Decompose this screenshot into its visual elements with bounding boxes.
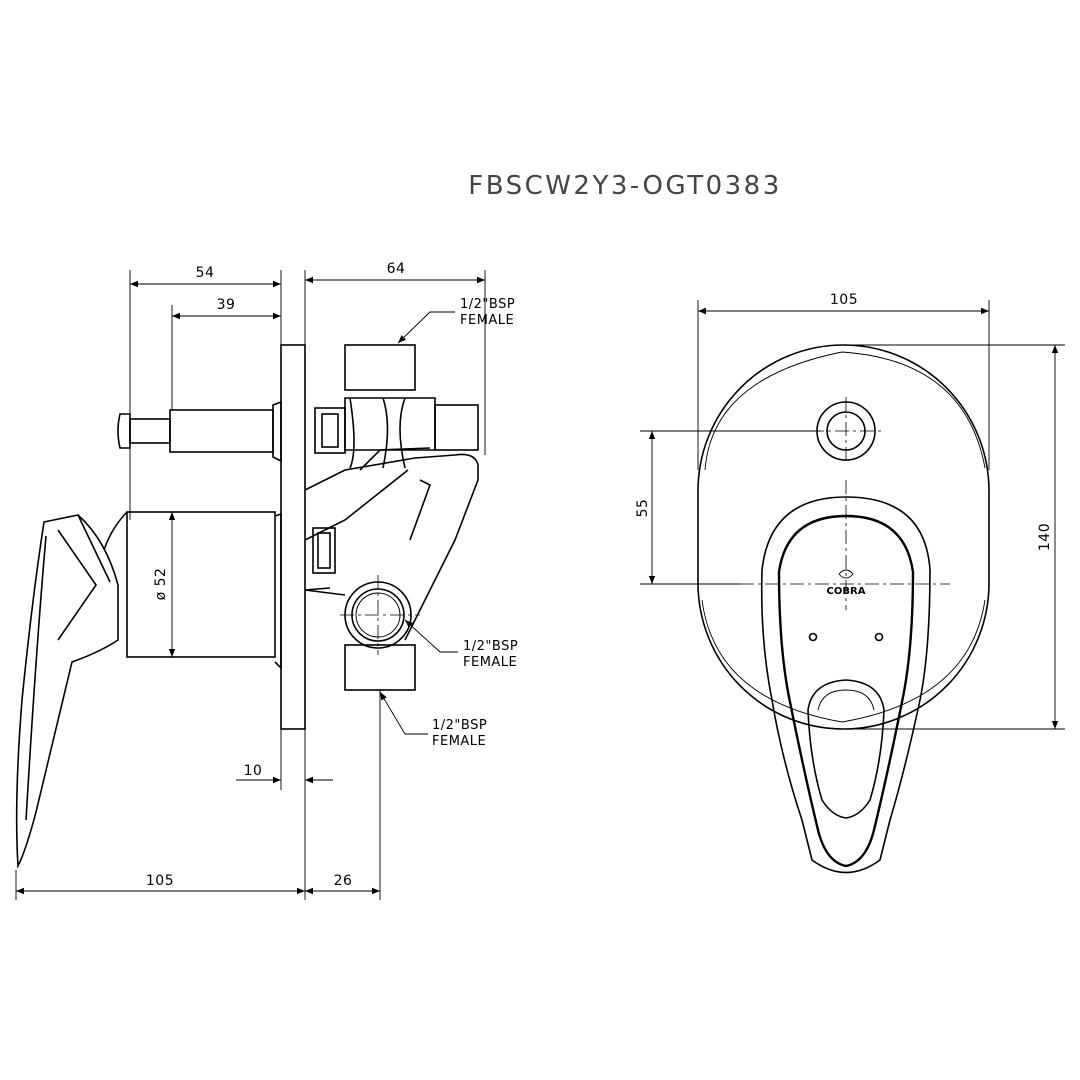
front-dimension-lines <box>648 307 1059 729</box>
note-top-line1: 1/2"BSP <box>460 297 515 312</box>
note-top-line2: FEMALE <box>460 313 514 328</box>
lever-front <box>740 480 950 874</box>
dim-diameter: ø 52 <box>153 568 169 601</box>
dim-front-height: 140 <box>1037 523 1053 551</box>
dim-outlet-offset: 26 <box>334 873 353 889</box>
note-front-line2: FEMALE <box>463 655 517 670</box>
lever-handle <box>15 514 119 870</box>
svg-text:COBRA: COBRA <box>827 586 866 597</box>
dim-spindle-depth: 39 <box>217 297 236 313</box>
connection-note-top: 1/2"BSP FEMALE <box>460 297 515 328</box>
note-bottom-line2: FEMALE <box>432 734 486 749</box>
front-view: COBRA 105 140 55 <box>635 292 1065 874</box>
front-outlet <box>304 575 420 691</box>
dim-body-depth: 64 <box>387 261 406 277</box>
connection-note-front: 1/2"BSP FEMALE <box>463 639 518 670</box>
extension-lines <box>15 270 486 900</box>
brand-logo: COBRA <box>827 569 866 597</box>
dim-handle-depth: 54 <box>196 265 215 281</box>
diverter-knob <box>810 397 882 465</box>
dim-center-distance: 55 <box>635 499 651 518</box>
drawing-title: FBSCW2Y3-OGT0383 <box>468 171 782 201</box>
top-outlet <box>314 344 479 469</box>
cover-plate <box>697 344 990 730</box>
wall-plate <box>280 344 306 730</box>
connection-note-bottom: 1/2"BSP FEMALE <box>432 718 487 749</box>
dim-total-depth: 105 <box>146 873 174 889</box>
dim-plate-thickness: 10 <box>244 763 263 779</box>
valve-body <box>97 511 282 670</box>
leader-lines <box>379 311 458 735</box>
side-view: 54 39 64 ø 52 10 105 26 1/2"BSP FEMALE 1… <box>15 261 518 900</box>
side-fitting <box>312 527 336 574</box>
note-front-line1: 1/2"BSP <box>463 639 518 654</box>
front-extension-lines <box>640 300 1065 730</box>
note-bottom-line1: 1/2"BSP <box>432 718 487 733</box>
diverter-spindle <box>117 400 282 463</box>
dimension-lines <box>16 276 485 895</box>
dim-front-width: 105 <box>830 292 858 308</box>
